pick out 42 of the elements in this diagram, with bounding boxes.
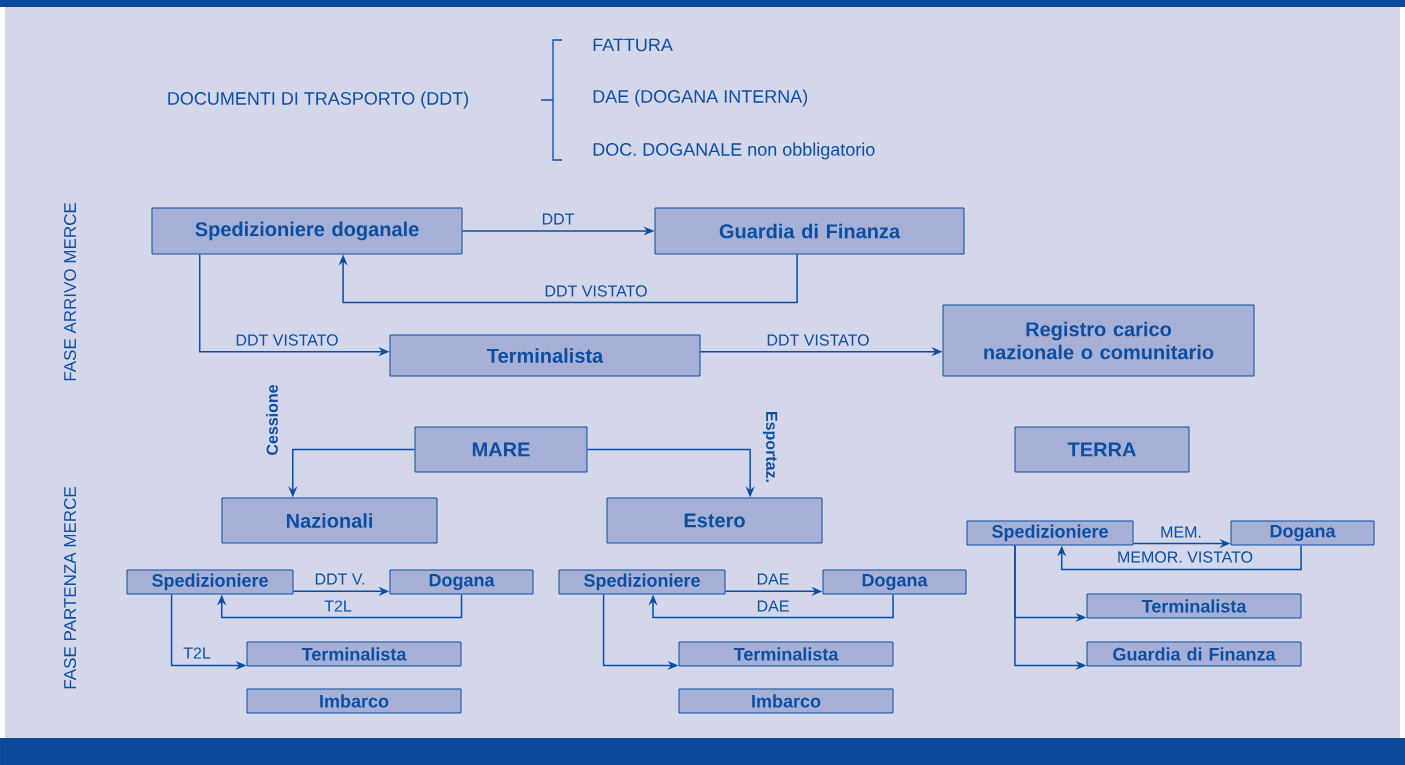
document-label: DOC. DOGANALE non obbligatorio [593,142,875,160]
side-label: FASE ARRIVO MERCE [64,203,77,381]
process-box: Spedizioniere [558,569,726,595]
arrow [648,593,894,619]
process-box: Registro carico nazionale o comunitario [942,304,1255,377]
process-box: Dogana [1230,520,1375,546]
process-box: Imbarco [246,688,462,714]
document-label: FATTURA [593,38,673,52]
edge-label: T2L [323,599,353,613]
process-box: TERRA [1014,426,1190,473]
process-box: MARE [414,426,588,473]
edge-label: MEM. [1159,525,1203,539]
edge-label: T2L [182,646,212,660]
side-label: FASE PARTENZA MERCE [64,487,77,689]
process-box: Spedizioniere doganale [151,207,463,255]
process-box: Imbarco [678,688,894,714]
arrow [338,253,798,304]
process-box: Guardia di Finanza [1086,641,1302,667]
edge-label: MEMOR. VISTATO [1116,550,1254,564]
process-box: Estero [606,497,823,544]
process-box: Spedizioniere [966,520,1134,546]
process-box: Terminalista [389,334,701,377]
process-box: Terminalista [678,641,894,667]
document-label: DAE (DOGANA INTERNA) [593,89,808,107]
edge-label: DDT VISTATO [543,284,649,298]
process-box: Terminalista [1086,593,1302,619]
edge-label: DDT VISTATO [234,333,340,347]
process-box: Dogana [389,569,534,595]
edge-label: DAE [755,572,791,586]
edge-label: Cessione [265,383,279,457]
process-box: Nazionali [221,497,438,544]
process-box: Spedizioniere [126,569,294,595]
arrow [217,593,463,619]
arrow [1057,544,1302,571]
process-box: Dogana [822,569,967,595]
edge-label: DDT V. [313,572,367,586]
process-box: Guardia di Finanza [654,207,965,255]
process-box: Terminalista [246,641,462,667]
edge-label: DDT VISTATO [765,333,871,347]
edge-label: DDT [540,212,576,226]
heading-label: DOCUMENTI DI TRASPORTO (DDT) [168,91,469,109]
edge-label: DAE [755,599,791,613]
